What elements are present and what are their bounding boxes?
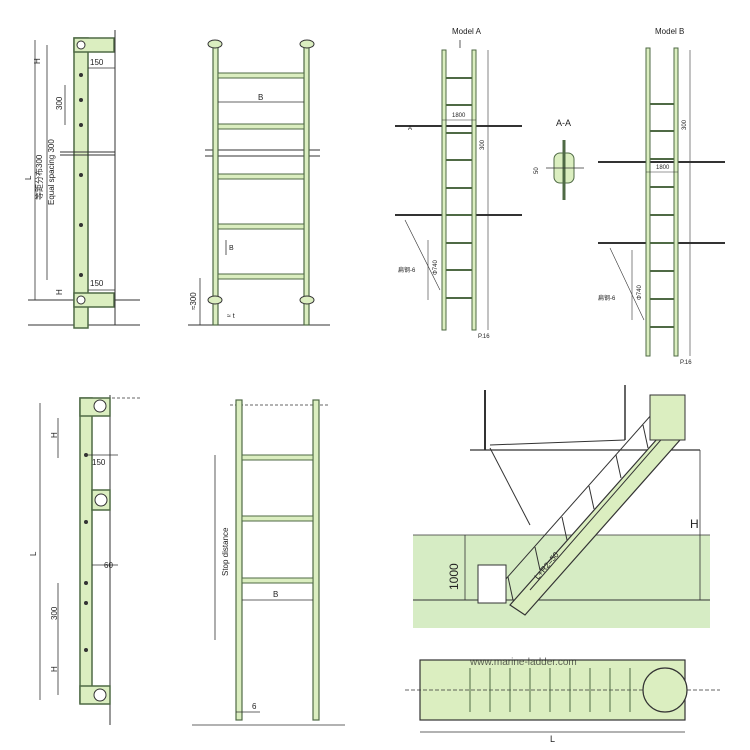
model-a-callout: 扁钢-6 [398, 266, 416, 274]
model-b-hoop-width: 1800 [656, 165, 670, 171]
ladder-stringer-lower [79, 397, 93, 704]
section-dim: 50 [534, 167, 540, 174]
model-a-arrow-a: A [408, 126, 412, 132]
left-stringer-lower [235, 399, 243, 721]
model-b-foot: P.16 [680, 360, 692, 366]
model-b-left-stringer [645, 47, 651, 357]
dim-base-6: 6 [252, 702, 257, 711]
model-a-left-stringer [441, 49, 447, 331]
left-stringer [212, 41, 219, 326]
dim-bottom-h: H [55, 289, 64, 295]
plan-turntable [642, 667, 688, 713]
model-a-hoop-dim: Φ740 [433, 260, 439, 275]
dim-bottom-gap: 150 [90, 279, 104, 288]
dim-base-t: ≈ t [227, 313, 235, 320]
dim-mid-lower: 60 [104, 561, 113, 570]
model-a-title: Model A [452, 27, 482, 36]
dim-bottom-h-lower: H [50, 666, 59, 672]
panel-bottom-right-inclined-ladder: H 1000 L+R2=50 L www.marine-ladder.com [405, 385, 720, 744]
panel-top-right-caged-ladders: Model A 1800 Φ740 300 扁钢-6 A P.16 A-A 50… [395, 27, 725, 366]
model-a-spacing: 300 [480, 139, 486, 150]
top-platform [649, 394, 686, 441]
dim-spacing-lower: 300 [50, 606, 59, 620]
model-b-spacing: 300 [682, 119, 688, 130]
dim-plan-l: L [550, 734, 555, 744]
model-b-title: Model B [655, 27, 684, 36]
dim-height-h: H [690, 517, 699, 531]
dim-spacing: 300 [55, 96, 64, 110]
dim-total-l: L [24, 175, 33, 180]
model-b-hoop-dim: Φ740 [637, 285, 643, 300]
watermark: www.marine-ladder.com [469, 657, 577, 668]
model-b-callout: 扁钢-6 [598, 294, 616, 302]
model-a-foot: P.16 [478, 334, 490, 340]
bottom-platform [477, 564, 507, 604]
wall-bracket-top [73, 37, 115, 53]
dim-width-b: B [258, 93, 263, 102]
ladder-stringer [73, 37, 89, 329]
model-b-rungs [650, 103, 674, 328]
dim-top-h-lower: H [50, 432, 59, 438]
panel-top-center-ladder-front: B B ≈300 ≈ t [188, 39, 330, 326]
rung-dots [79, 73, 83, 277]
right-stringer-lower [312, 399, 320, 721]
right-stringer [303, 41, 310, 326]
spacing-cn: 等距分布300 [34, 154, 44, 200]
rungs-lower [241, 454, 314, 584]
stop-distance-label: Stop distance [221, 527, 230, 576]
model-a-right-stringer [471, 49, 477, 331]
handrail-posts [507, 424, 649, 601]
mounting-lugs [207, 39, 315, 305]
model-b-right-stringer [673, 47, 679, 357]
plan-treads [469, 668, 631, 712]
dim-step-b: B [229, 245, 234, 252]
model-a-hoop-width: 1800 [452, 113, 466, 119]
dim-water-1000: 1000 [447, 563, 461, 590]
spacing-en: Equal spacing 300 [47, 139, 56, 205]
dim-bottom-300: ≈300 [189, 292, 198, 310]
dim-width-b-lower: B [273, 590, 278, 599]
dim-top-h: H [33, 58, 42, 64]
model-a-rungs [446, 77, 472, 299]
panel-bottom-left-ladder-side: H 150 60 L 300 H [29, 395, 142, 725]
panel-top-left-ladder-side: H 150 300 等距分布300 Equal spacing 300 L 15… [24, 30, 140, 329]
panel-bottom-center-ladder-front: Stop distance B 6 [192, 399, 345, 726]
rung-dots-lower [84, 453, 88, 652]
section-title: A-A [556, 118, 571, 128]
wall-bracket-bottom [73, 292, 115, 308]
dim-total-l-lower: L [29, 551, 38, 556]
dim-top-gap: 150 [90, 58, 104, 67]
rungs [217, 72, 305, 280]
dim-gap-lower: 150 [92, 458, 106, 467]
